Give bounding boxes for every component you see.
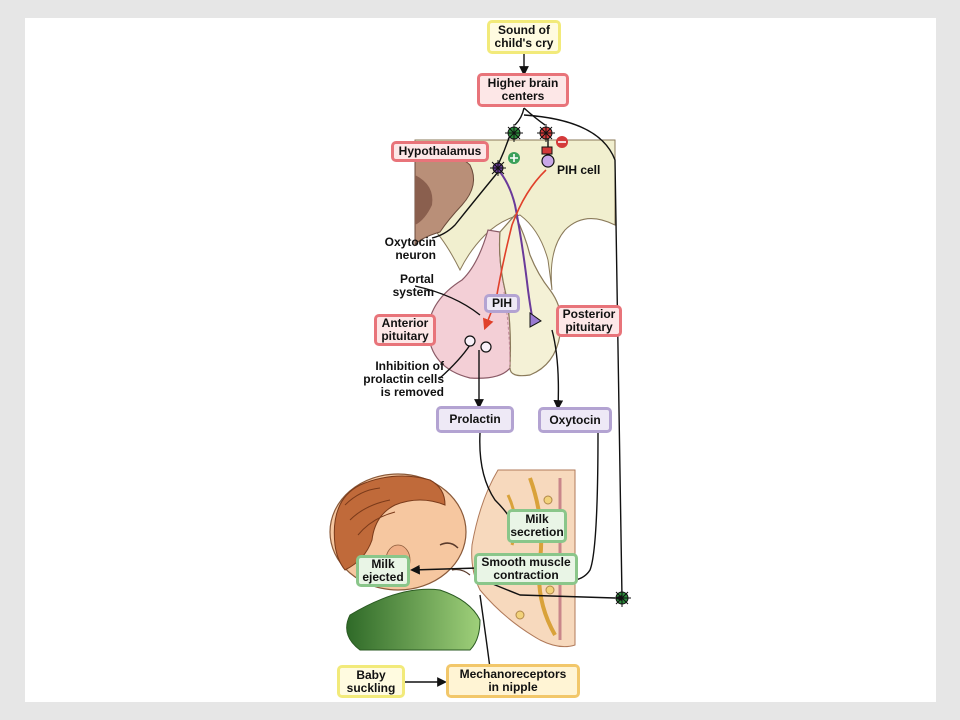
oxytocin-neuron-axon — [499, 171, 533, 317]
pih-cell-body-icon — [541, 154, 555, 168]
pih-box: PIH — [484, 294, 520, 313]
mechanoreceptors-box: Mechanoreceptors in nipple — [446, 664, 580, 698]
pih-cell-label: PIH cell — [557, 163, 601, 177]
inhibitory-terminal-icon — [541, 146, 553, 155]
portal-system-label: Portal system — [392, 272, 434, 299]
milk-secretion-box: Milk secretion — [507, 509, 567, 543]
arrow-icon — [614, 595, 622, 601]
oxytocin-neuron-synapse-icon — [490, 160, 506, 176]
plus-sign-icon — [508, 152, 520, 164]
hypothalamus-box: Hypothalamus — [391, 141, 489, 162]
posterior-pituitary-box: Posterior pituitary — [556, 305, 622, 337]
excitatory-synapse-icon — [505, 124, 523, 142]
oxytocin-box: Oxytocin — [538, 407, 612, 433]
minus-sign-icon — [556, 136, 568, 148]
milk-ejected-box: Milk ejected — [356, 555, 410, 587]
oxytocin-neuron-label: Oxytocin neuron — [384, 235, 436, 262]
pathway-lines — [405, 50, 623, 687]
baby-suckling-box: Baby suckling — [337, 665, 405, 698]
inhibition-label: Inhibition of prolactin cells is removed — [363, 359, 444, 399]
higher-brain-centers-box: Higher brain centers — [477, 73, 569, 107]
prolactin-cell-icon — [480, 341, 492, 353]
inhibitory-synapse-icon — [537, 124, 555, 142]
smooth-muscle-contraction-box: Smooth muscle contraction — [474, 553, 578, 585]
sound-of-cry-box: Sound of child's cry — [487, 20, 561, 54]
prolactin-cell-icon — [464, 335, 476, 347]
anterior-pituitary-box: Anterior pituitary — [374, 314, 436, 346]
oxytocin-terminal-icon — [529, 312, 542, 328]
pih-pathway — [482, 169, 547, 331]
prolactin-box: Prolactin — [436, 406, 514, 433]
